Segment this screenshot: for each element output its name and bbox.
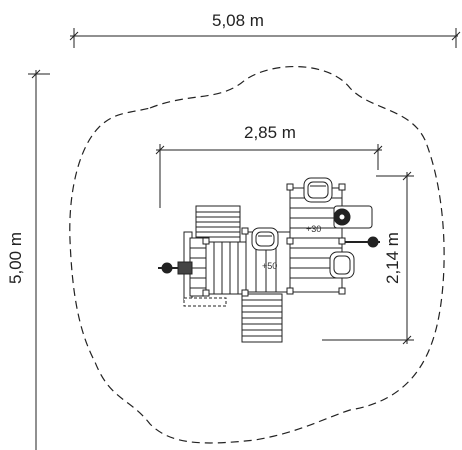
platform-height-label-center: +50 (262, 261, 277, 271)
handle-right (345, 236, 380, 248)
bottom-step (183, 297, 227, 307)
seat-bottom (329, 251, 355, 279)
play-panel-right (333, 205, 373, 229)
lower-ramp (241, 293, 283, 343)
overall-height-label: 5,00 m (6, 232, 25, 284)
seat-top (303, 177, 333, 203)
left-platform (205, 241, 247, 295)
structure-height-dimension (322, 171, 414, 345)
structure-width-label: 2,85 m (244, 123, 296, 142)
safety-zone-boundary (69, 66, 445, 444)
handle-left (158, 261, 193, 275)
overall-width-dimension (69, 28, 461, 48)
overall-width-label: 5,08 m (212, 11, 264, 30)
posts (202, 183, 346, 297)
platform-height-label-right: +30 (306, 224, 321, 234)
playground-structure (158, 177, 380, 343)
overall-height-dimension (28, 69, 50, 450)
seat-center (251, 227, 279, 251)
structure-width-dimension (155, 144, 383, 208)
structure-height-label: 2,14 m (383, 232, 402, 284)
